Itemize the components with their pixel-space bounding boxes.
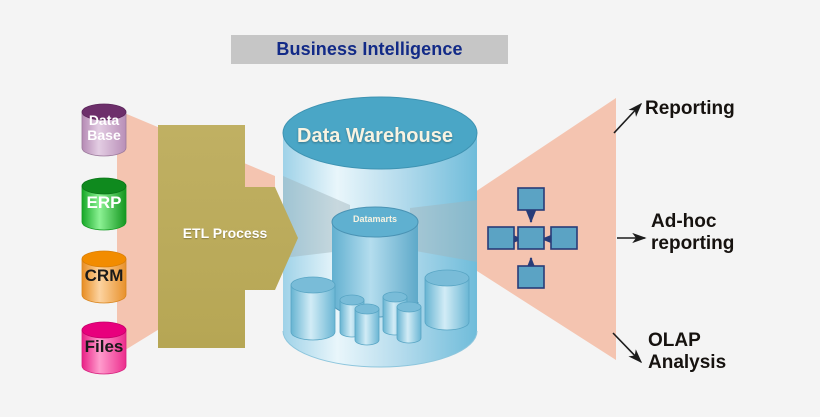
datamarts-label: Datamarts — [352, 214, 398, 224]
analysis-node-right — [550, 226, 578, 250]
output-label-adhoc-line1: Ad-hoc — [651, 211, 717, 232]
source-cylinder-erp — [81, 177, 127, 231]
analysis-node-top — [517, 187, 545, 211]
output-label-olap-line1: OLAP — [648, 330, 701, 351]
etl-process-arrow — [158, 125, 298, 348]
analysis-node-left — [487, 226, 515, 250]
output-label-ad-hoc-reporting: Ad-hoc reporting — [651, 211, 734, 255]
output-label-olap-analysis: OLAP Analysis — [648, 330, 726, 374]
arrow-to-reporting — [613, 102, 643, 134]
output-label-reporting-text: Reporting — [645, 98, 735, 119]
analysis-node-cluster — [487, 187, 578, 289]
etl-process-label: ETL Process — [182, 225, 268, 241]
page-title: Business Intelligence — [276, 39, 463, 59]
analysis-node-bottom — [517, 265, 545, 289]
data-warehouse-label: Data Warehouse — [297, 125, 453, 147]
source-cylinder-database — [81, 103, 127, 157]
warehouse-inner-shadow-right — [410, 200, 477, 262]
output-label-olap-line2: Analysis — [648, 352, 727, 373]
warehouse-small-cylinders — [290, 269, 470, 346]
output-label-reporting: Reporting — [645, 98, 735, 120]
output-label-adhoc-line2: reporting — [651, 233, 735, 254]
source-cylinder-crm — [81, 250, 127, 304]
arrow-to-olap-analysis — [612, 332, 643, 364]
source-cylinder-files — [81, 321, 127, 375]
analysis-node-center — [517, 226, 545, 250]
diagram-title-banner: Business Intelligence — [231, 35, 508, 64]
